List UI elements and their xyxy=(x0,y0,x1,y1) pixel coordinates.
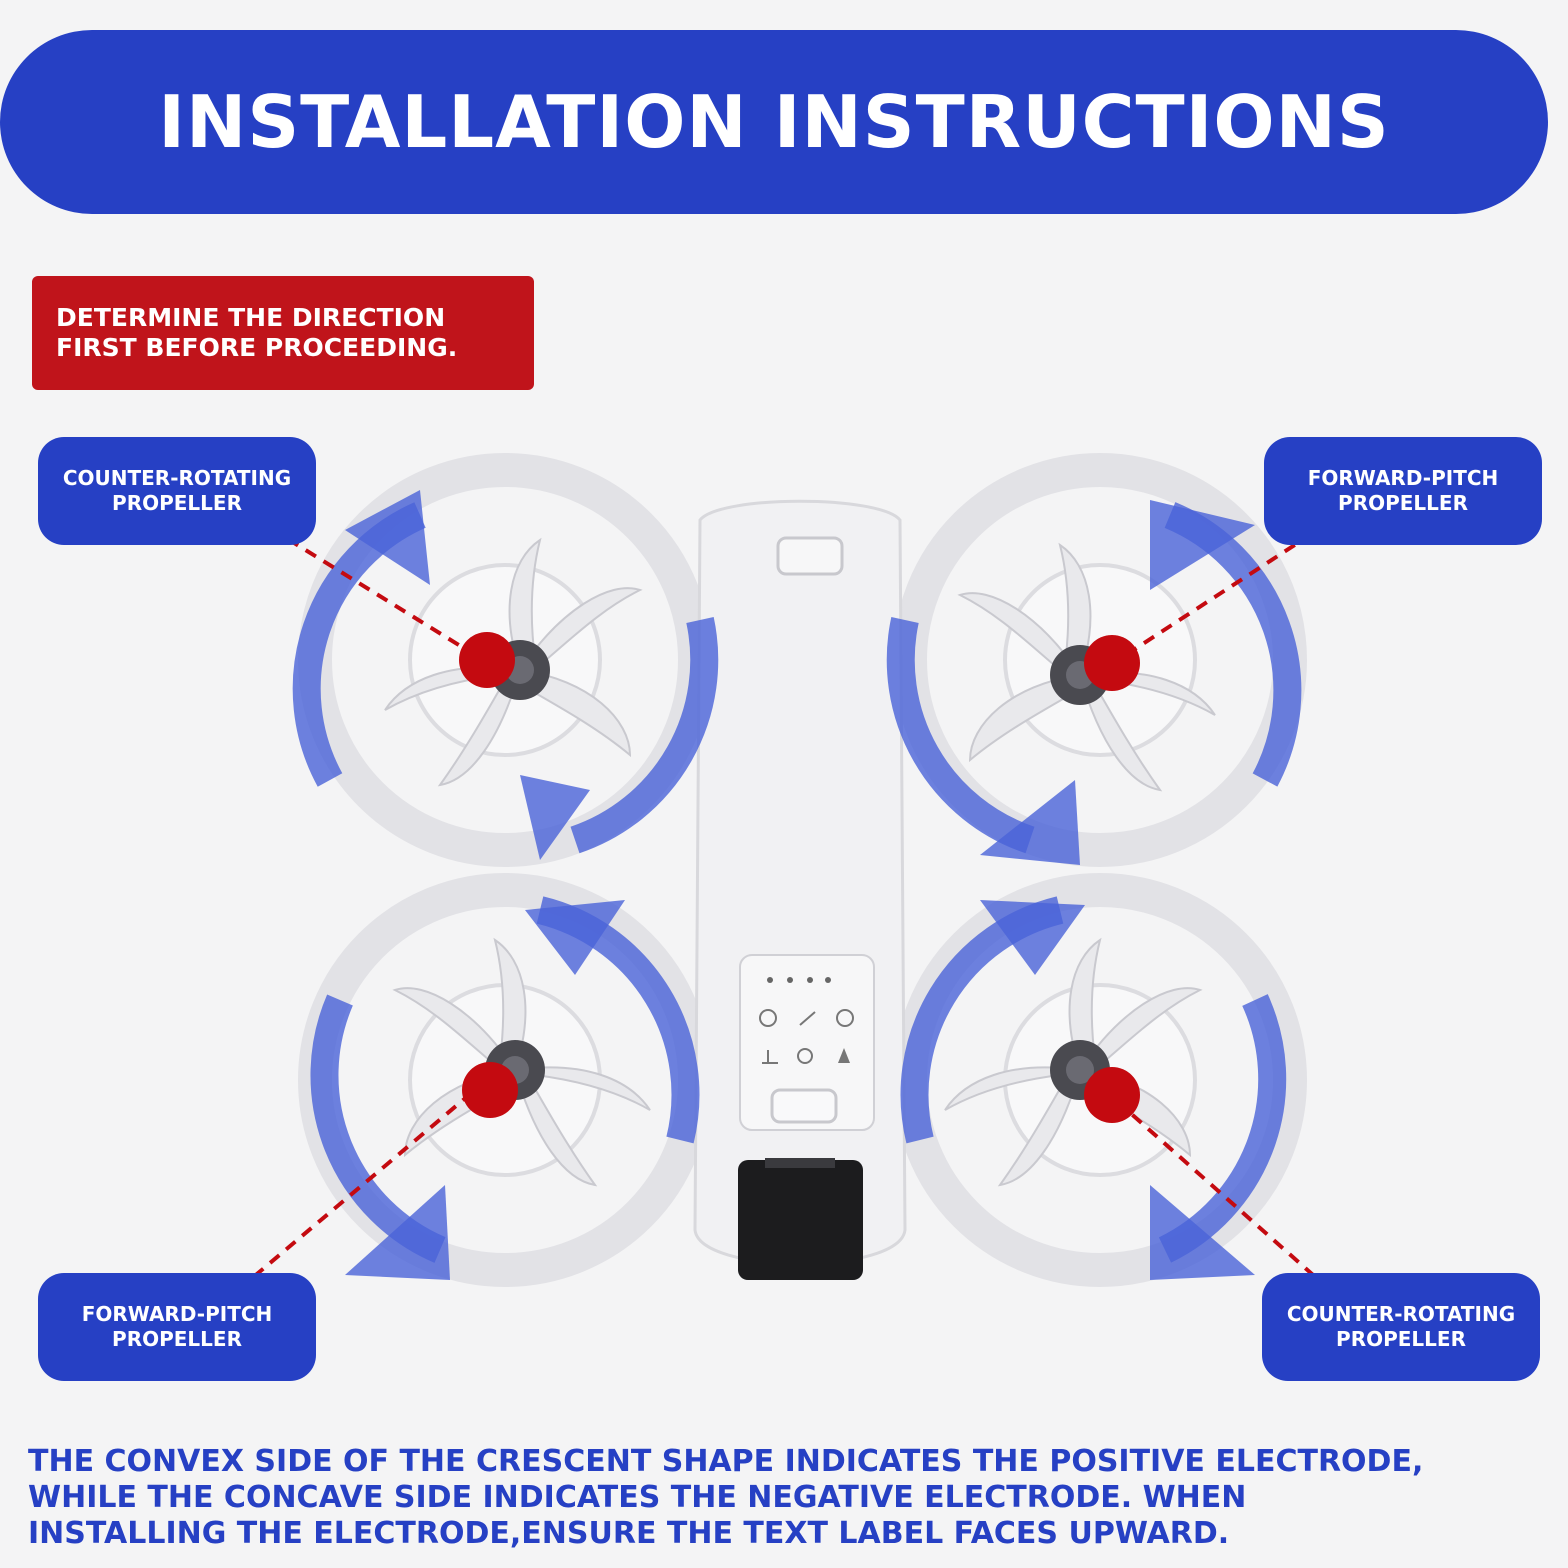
label-top-left-line-1: COUNTER-ROTATING xyxy=(62,466,292,490)
label-bottom-left-line-1: FORWARD-PITCH xyxy=(81,1302,273,1326)
label-top-right: FORWARD-PITCH PROPELLER xyxy=(1264,437,1542,545)
label-bottom-right-line-1: COUNTER-ROTATING xyxy=(1286,1302,1516,1326)
label-top-right-line-1: FORWARD-PITCH xyxy=(1307,466,1499,490)
marker-bottom-left xyxy=(462,1062,518,1118)
label-bottom-right: COUNTER-ROTATING PROPELLER xyxy=(1262,1273,1540,1381)
electrode-note-line-1: THE CONVEX SIDE OF THE CRESCENT SHAPE IN… xyxy=(28,1444,1424,1479)
status-icons xyxy=(759,977,854,1064)
electrode-note-line-3: INSTALLING THE ELECTRODE,ENSURE THE TEXT… xyxy=(28,1516,1230,1551)
label-top-left: COUNTER-ROTATING PROPELLER xyxy=(38,437,316,545)
electrode-note-line-2: WHILE THE CONCAVE SIDE INDICATES THE NEG… xyxy=(28,1480,1247,1515)
title-banner: INSTALLATION INSTRUCTIONS xyxy=(0,30,1548,214)
electrode-note: THE CONVEX SIDE OF THE CRESCENT SHAPE IN… xyxy=(28,1444,1558,1552)
label-top-left-line-2: PROPELLER xyxy=(112,491,242,515)
marker-top-right xyxy=(1084,635,1140,691)
page-title: INSTALLATION INSTRUCTIONS xyxy=(158,80,1390,164)
marker-top-left xyxy=(459,632,515,688)
label-bottom-left: FORWARD-PITCH PROPELLER xyxy=(38,1273,316,1381)
label-bottom-right-line-2: PROPELLER xyxy=(1336,1327,1466,1351)
label-top-right-line-2: PROPELLER xyxy=(1338,491,1468,515)
warning-line-1: DETERMINE THE DIRECTION xyxy=(56,303,446,332)
warning-box: DETERMINE THE DIRECTION FIRST BEFORE PRO… xyxy=(32,276,534,390)
drone-body xyxy=(693,499,907,1280)
warning-line-2: FIRST BEFORE PROCEEDING. xyxy=(56,333,458,362)
marker-bottom-right xyxy=(1084,1067,1140,1123)
leader-lines xyxy=(236,520,1332,1292)
label-bottom-left-line-2: PROPELLER xyxy=(112,1327,242,1351)
